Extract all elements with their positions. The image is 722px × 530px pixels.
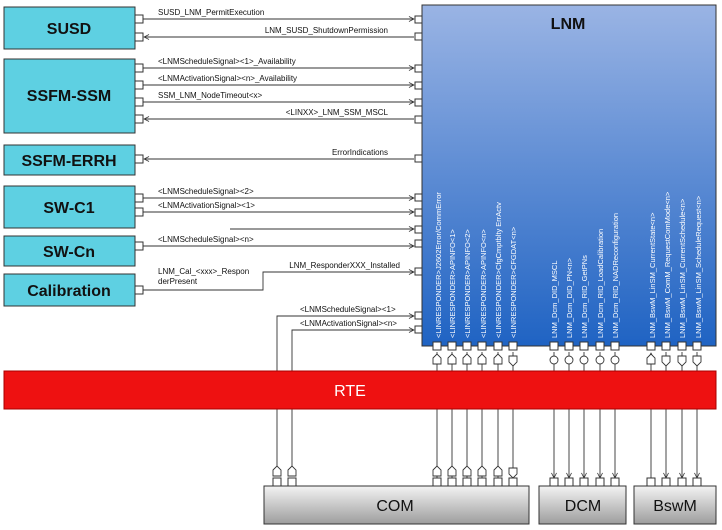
module-lnm-label: LNM	[551, 16, 586, 33]
module-com-label: COM	[376, 498, 413, 515]
horizontal-connectors	[143, 19, 414, 470]
module-susd-label: SUSD	[47, 21, 91, 38]
module-swc1-label: SW-C1	[43, 200, 94, 217]
module-com[interactable]: COM	[263, 485, 530, 525]
vport-label-7: LNM_Dcm_DID_PN<n>	[565, 257, 574, 338]
module-ssfm-errh[interactable]: SSFM-ERRH	[3, 144, 136, 176]
module-bswm[interactable]: BswM	[633, 485, 717, 525]
vport-label-8: LNM_Dcm_RID_GetPNs	[580, 255, 589, 338]
vport-label-6: LNM_Dcm_DID_MSCL	[550, 260, 559, 338]
signal-ssm-sched-avail: <LNMScheduleSignal><1>_Availability	[158, 57, 296, 66]
vport-label-4: <LINRESPONDER>CfgCmptblty ErrActv	[494, 202, 503, 338]
vport-label-3: <LINRESPONDER>APINFO<n>	[479, 229, 488, 338]
vport-label-13: LNM_BswM_LinSM_CurrentSchedule<n>	[678, 198, 687, 338]
lnm-bottom-ports	[432, 341, 702, 351]
module-lnm[interactable]: LNM	[421, 4, 717, 347]
signal-com-activ: <LNMActivationSignal><n>	[300, 319, 397, 328]
vport-label-2: <LINRESPONDER>APINFO<2>	[463, 229, 472, 338]
module-ssfm-ssm[interactable]: SSFM-SSM	[3, 58, 136, 134]
signal-ssm-node-timeout: SSM_LNM_NodeTimeout<x>	[158, 91, 263, 100]
module-swcn[interactable]: SW-Cn	[3, 235, 136, 267]
module-calibration[interactable]: Calibration	[3, 273, 136, 307]
signal-com-sched: <LNMScheduleSignal><1>	[300, 305, 396, 314]
module-ssfm-ssm-label: SSFM-SSM	[27, 88, 111, 105]
signal-ssm-mscl: <LINXX>_LNM_SSM_MSCL	[286, 108, 389, 117]
module-dcm-label: DCM	[565, 498, 601, 515]
rte-bar[interactable]: RTE	[3, 370, 717, 410]
signal-swc1-sched: <LNMScheduleSignal><2>	[158, 187, 254, 196]
signal-ssm-activ-avail: <LNMActivationSignal><n>_Availability	[158, 74, 297, 83]
module-calibration-label: Calibration	[27, 283, 111, 300]
left-module-ports	[134, 14, 144, 295]
signal-swc1-activ: <LNMActivationSignal><1>	[158, 201, 255, 210]
vport-label-14: LNM_BswM_LinSM_ScheduleRequest<n>	[694, 195, 703, 338]
signal-swcn-sched: <LNMScheduleSignal><n>	[158, 235, 254, 244]
bsw-top-ports	[272, 477, 702, 487]
signal-responder-installed: LNM_ResponderXXX_Installed	[289, 261, 400, 270]
cs-markers	[432, 353, 702, 367]
vertical-port-labels: <LINRESPONDER>J2602Error/CommError <LINR…	[434, 191, 703, 338]
bsw-markers	[272, 465, 518, 479]
vport-label-12: LNM_BswM_ComM_RequestComMode<n>	[663, 191, 672, 338]
signal-cal-line2: derPresent	[158, 277, 198, 286]
module-bswm-label: BswM	[653, 498, 697, 515]
lnm-left-ports	[414, 15, 423, 334]
rte-label: RTE	[334, 383, 366, 400]
vport-label-11: LNM_BswM_LinSM_CurrentState<n>	[648, 212, 657, 338]
signal-cal-line1: LNM_Cal_<xxx>_Respon	[158, 267, 249, 276]
module-ssfm-errh-label: SSFM-ERRH	[21, 153, 116, 170]
signal-susd-shutdown: LNM_SUSD_ShutdownPermission	[265, 26, 388, 35]
module-swc1[interactable]: SW-C1	[3, 185, 136, 229]
module-susd[interactable]: SUSD	[3, 6, 136, 50]
module-dcm[interactable]: DCM	[538, 485, 627, 525]
signal-susd-permit: SUSD_LNM_PermitExecution	[158, 8, 264, 17]
signal-errh-indications: ErrorIndications	[332, 148, 388, 157]
vport-label-10: LNM_Dcm_RID_NADReconfiguration	[611, 213, 620, 338]
vport-label-9: LNM_Dcm_RID_LoadCalibration	[596, 229, 605, 338]
vport-label-0: <LINRESPONDER>J2602Error/CommError	[434, 192, 443, 338]
vport-label-1: <LINRESPONDER>APINFO<1>	[448, 229, 457, 338]
vport-label-5: <LINRESPONDER>CFGDAT<n>	[509, 226, 518, 338]
module-swcn-label: SW-Cn	[43, 244, 95, 261]
